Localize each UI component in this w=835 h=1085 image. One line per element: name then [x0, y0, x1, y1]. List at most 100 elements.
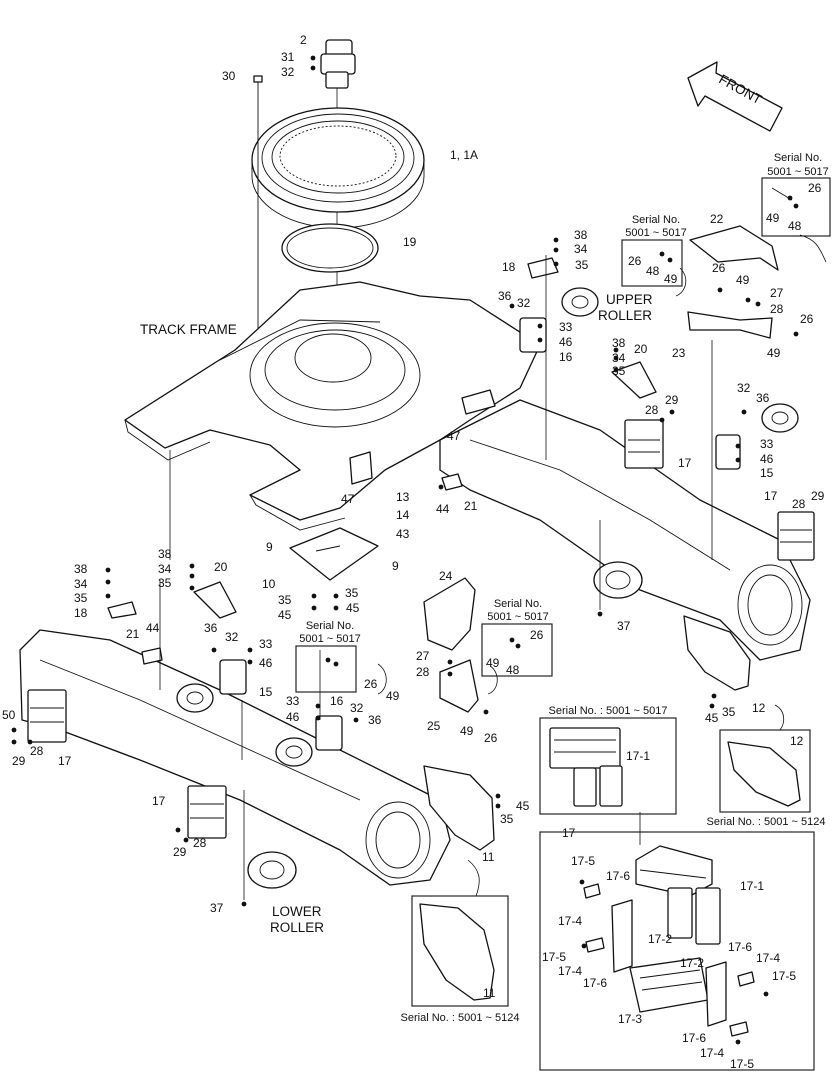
- step-17-c: [27, 689, 67, 743]
- svg-text:17-4: 17-4: [756, 951, 780, 965]
- svg-text:45: 45: [705, 711, 719, 725]
- svg-text:21: 21: [464, 499, 478, 513]
- svg-text:49: 49: [664, 272, 678, 286]
- svg-text:46: 46: [760, 452, 774, 466]
- svg-text:26: 26: [364, 677, 378, 691]
- svg-text:17-5: 17-5: [730, 1057, 754, 1071]
- right-side-frame: [439, 399, 811, 661]
- svg-text:38: 38: [74, 562, 88, 576]
- svg-text:33: 33: [760, 437, 774, 451]
- svg-text:17: 17: [152, 794, 166, 808]
- svg-text:33: 33: [286, 694, 300, 708]
- svg-text:30: 30: [222, 69, 236, 83]
- serial-box-top-right: Serial No. 5001 ~ 5017: [761, 152, 831, 237]
- svg-text:28: 28: [30, 744, 44, 758]
- track-frame-label: TRACK FRAME: [140, 322, 237, 337]
- svg-text:37: 37: [210, 901, 224, 915]
- front-arrow-icon: FRONT: [687, 61, 783, 132]
- svg-text:49: 49: [386, 689, 400, 703]
- svg-text:12: 12: [790, 734, 804, 748]
- svg-text:28: 28: [770, 302, 784, 316]
- svg-text:19: 19: [403, 235, 417, 249]
- svg-text:50: 50: [2, 708, 16, 722]
- left-side-frame: [19, 629, 451, 886]
- svg-text:Serial No.: Serial No.: [774, 152, 822, 164]
- svg-text:17-3: 17-3: [618, 1012, 642, 1026]
- guard-22: [689, 225, 779, 271]
- svg-text:29: 29: [12, 754, 26, 768]
- upper-roller-left: [176, 659, 247, 713]
- svg-text:5001 ~ 5017: 5001 ~ 5017: [487, 611, 548, 623]
- plate-18-20-21: [107, 257, 657, 665]
- svg-text:Serial No. : 5001 ~ 5124: Serial No. : 5001 ~ 5124: [707, 816, 826, 828]
- svg-text:11: 11: [482, 850, 495, 864]
- svg-text:17-5: 17-5: [571, 854, 595, 868]
- svg-text:17: 17: [764, 489, 778, 503]
- svg-text:17-6: 17-6: [682, 1031, 706, 1045]
- svg-text:20: 20: [634, 342, 648, 356]
- svg-text:15: 15: [760, 466, 774, 480]
- svg-text:9: 9: [392, 559, 399, 573]
- svg-text:17-6: 17-6: [583, 976, 607, 990]
- svg-text:35: 35: [722, 705, 736, 719]
- svg-text:23: 23: [672, 346, 686, 360]
- svg-text:32: 32: [225, 630, 239, 644]
- leader-lines: [159, 234, 827, 900]
- bracket-25: [439, 659, 479, 713]
- svg-text:20: 20: [214, 560, 228, 574]
- svg-text:18: 18: [502, 260, 516, 274]
- svg-text:Serial No. : 5001 ~ 5017: Serial No. : 5001 ~ 5017: [549, 705, 668, 717]
- svg-text:49: 49: [767, 346, 781, 360]
- svg-text:17-2: 17-2: [648, 932, 672, 946]
- svg-text:17-5: 17-5: [772, 969, 796, 983]
- svg-text:34: 34: [612, 351, 626, 365]
- svg-text:48: 48: [506, 663, 520, 677]
- step-17-d: [187, 785, 227, 839]
- svg-text:28: 28: [645, 403, 659, 417]
- svg-text:25: 25: [427, 719, 441, 733]
- svg-text:28: 28: [792, 497, 806, 511]
- svg-text:14: 14: [396, 508, 410, 522]
- svg-text:34: 34: [574, 242, 588, 256]
- svg-text:Serial No.: Serial No.: [306, 620, 354, 632]
- svg-text:48: 48: [646, 264, 660, 278]
- svg-text:32: 32: [350, 701, 364, 715]
- lower-roller-right: [593, 561, 643, 599]
- svg-text:44: 44: [436, 502, 450, 516]
- cover-plate-9: [289, 527, 379, 581]
- serial-box-center: Serial No. 5001 ~ 5017: [481, 598, 553, 677]
- svg-text:17-4: 17-4: [558, 914, 582, 928]
- svg-text:38: 38: [158, 547, 172, 561]
- svg-text:48: 48: [788, 219, 802, 233]
- svg-text:28: 28: [193, 836, 207, 850]
- svg-text:26: 26: [712, 261, 726, 275]
- svg-text:11: 11: [483, 986, 496, 1000]
- svg-text:29: 29: [173, 845, 187, 859]
- svg-text:33: 33: [559, 320, 573, 334]
- svg-text:33: 33: [259, 637, 273, 651]
- svg-text:10: 10: [262, 577, 276, 591]
- svg-text:24: 24: [439, 569, 453, 583]
- svg-text:34: 34: [158, 562, 172, 576]
- guard-24: [423, 577, 476, 651]
- swing-bearing-ring: [251, 107, 425, 229]
- svg-text:36: 36: [204, 621, 218, 635]
- svg-text:17-1: 17-1: [626, 749, 650, 763]
- svg-text:17-4: 17-4: [558, 964, 582, 978]
- svg-text:35: 35: [158, 576, 172, 590]
- svg-text:17-5: 17-5: [542, 950, 566, 964]
- svg-text:47: 47: [447, 429, 461, 443]
- svg-text:17-6: 17-6: [606, 869, 630, 883]
- svg-text:18: 18: [74, 606, 88, 620]
- svg-text:17: 17: [562, 826, 576, 840]
- step-assembly-detail: [539, 831, 815, 1071]
- svg-text:44: 44: [146, 621, 160, 635]
- svg-text:49: 49: [486, 656, 500, 670]
- svg-text:17-6: 17-6: [728, 940, 752, 954]
- svg-text:49: 49: [460, 724, 474, 738]
- svg-text:45: 45: [516, 799, 530, 813]
- lower-roller-left: [247, 851, 297, 889]
- svg-text:1, 1A: 1, 1A: [450, 148, 478, 162]
- svg-text:15: 15: [259, 685, 273, 699]
